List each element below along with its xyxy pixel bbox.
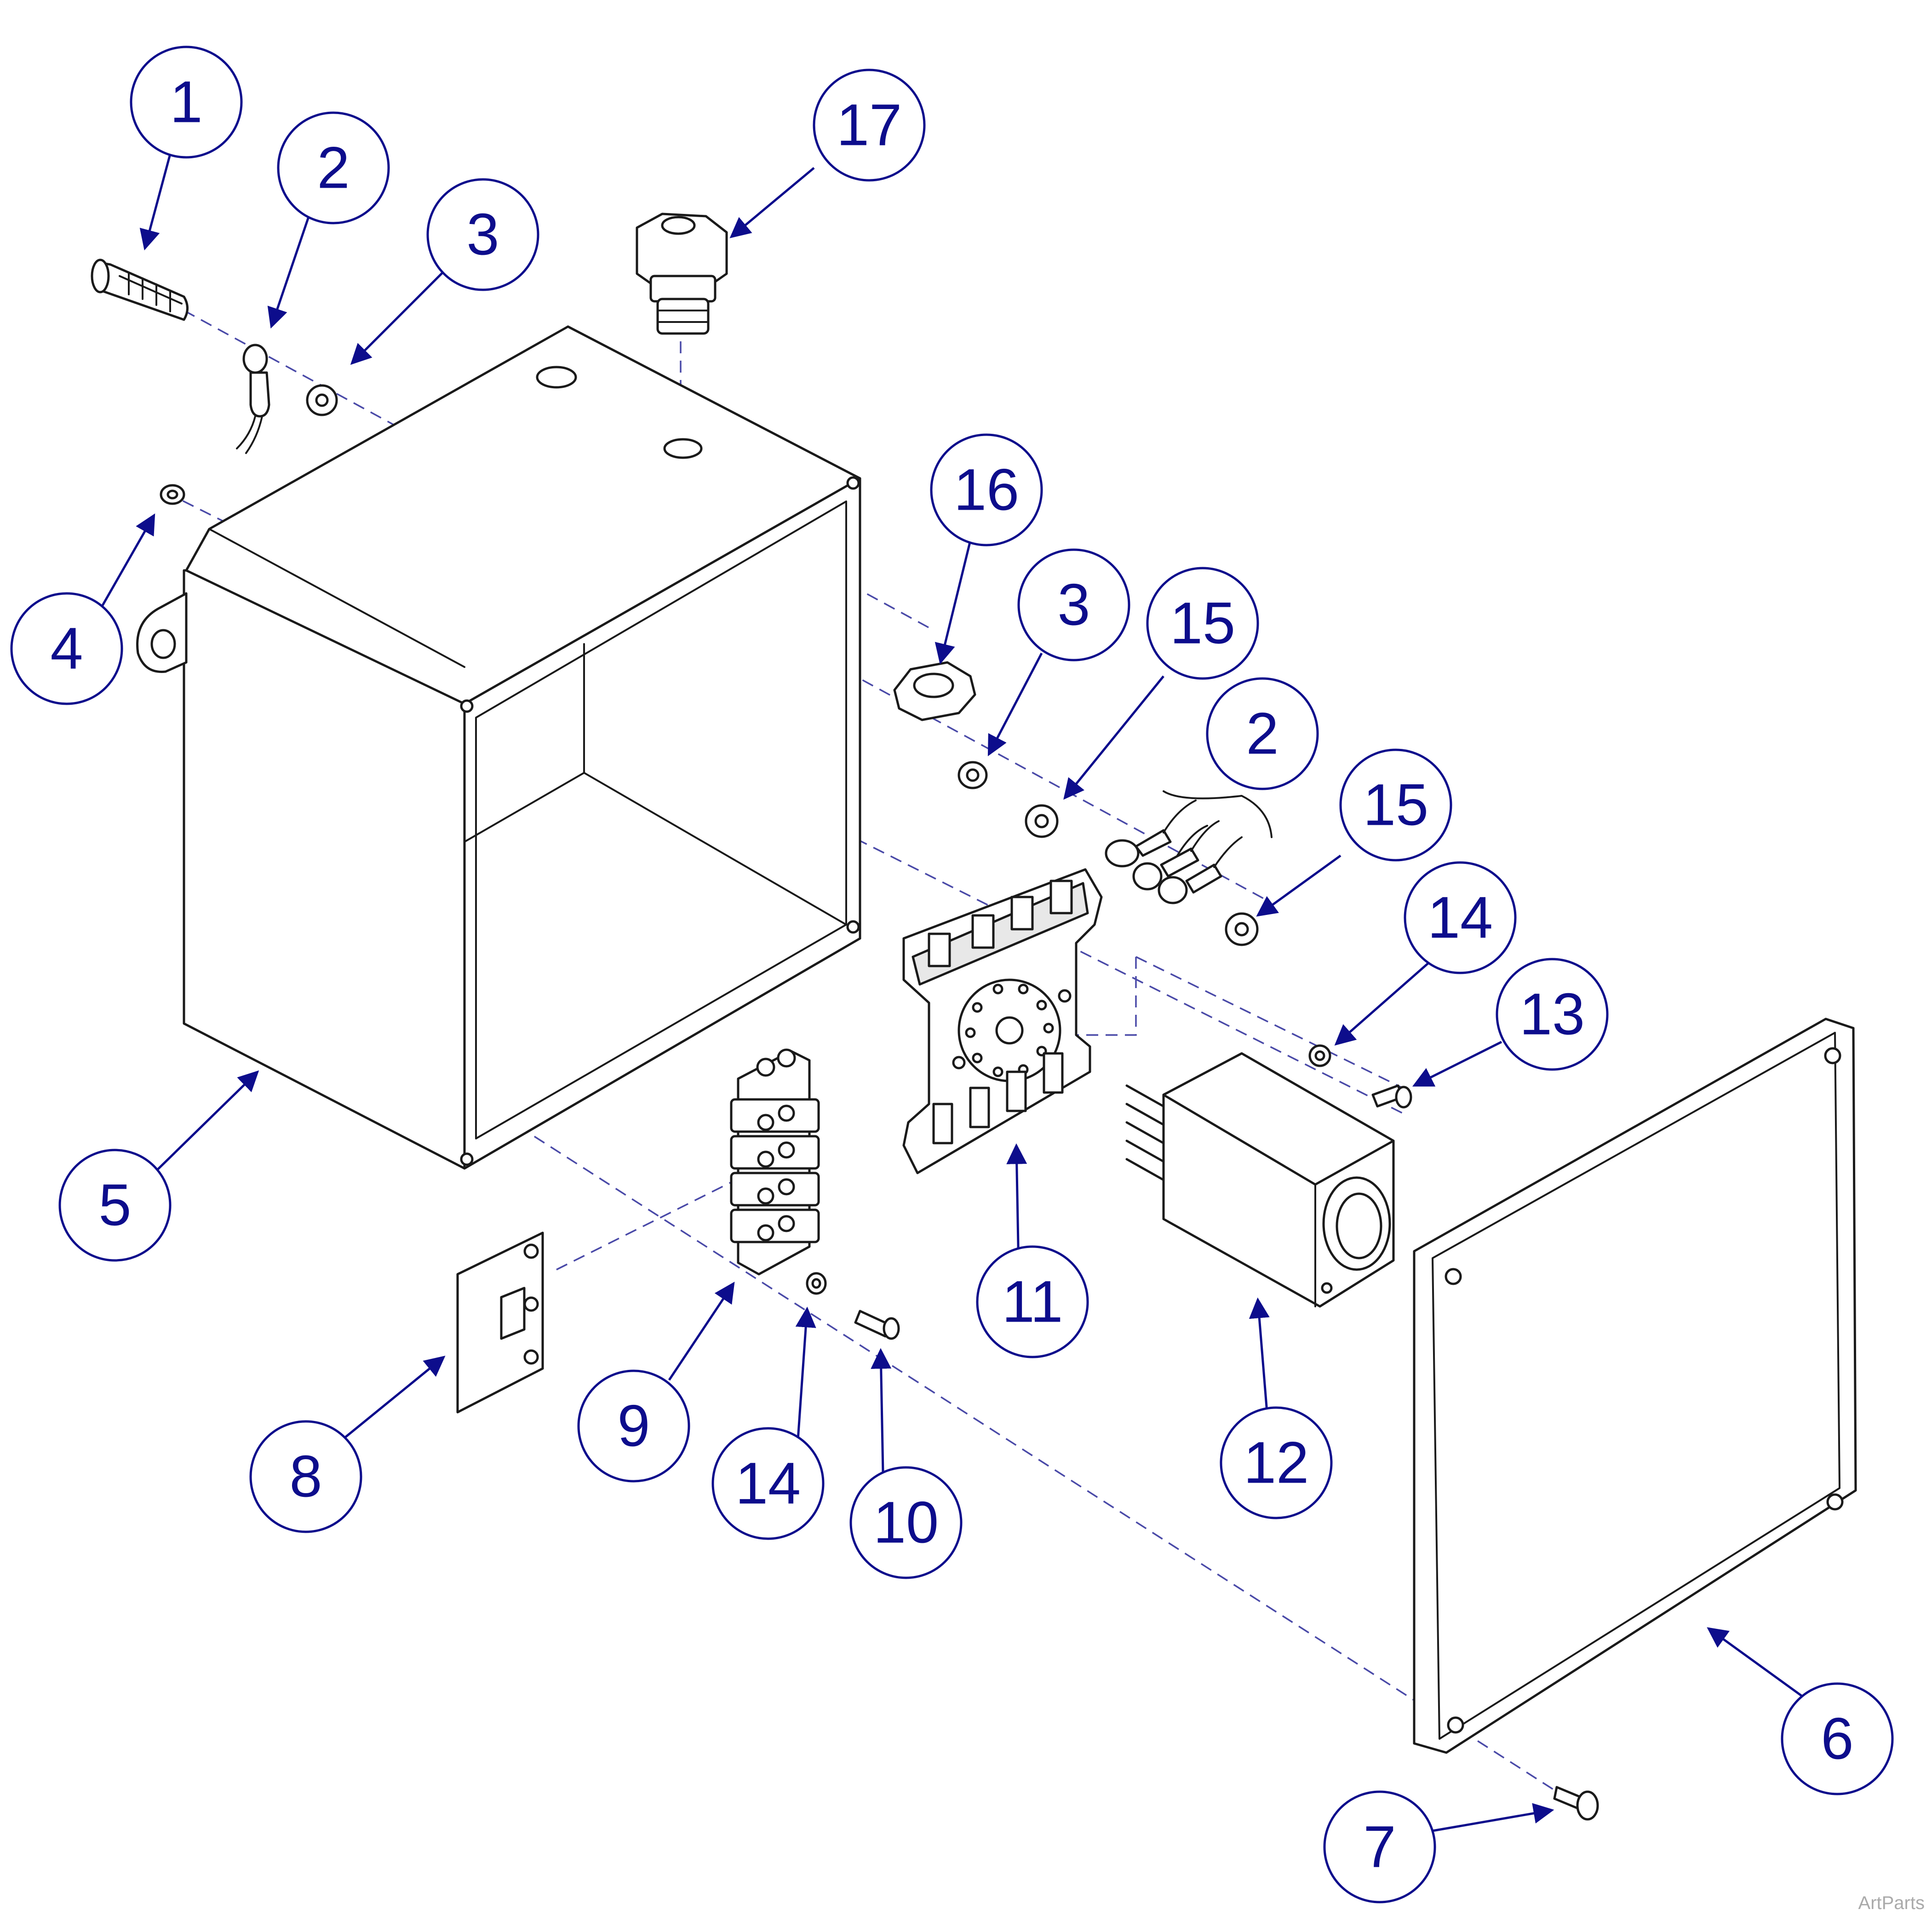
callout-label: 4 <box>50 616 83 682</box>
callout-label: 3 <box>466 202 499 268</box>
watermark: ArtParts <box>1858 1893 1925 1913</box>
callout-13: 13 <box>1496 958 1609 1071</box>
callout-2-right: 2 <box>1206 677 1319 790</box>
cover-screw <box>1553 1786 1599 1821</box>
callout-label: 16 <box>954 457 1019 523</box>
star-lockwasher-top <box>306 384 338 416</box>
callout-label: 1 <box>170 69 202 135</box>
callout-label: 14 <box>1428 885 1493 951</box>
relay <box>1125 1052 1395 1308</box>
callout-17: 17 <box>813 69 926 182</box>
callout-14-right: 14 <box>1404 861 1517 974</box>
star-nut-upper <box>1025 804 1059 838</box>
marker-strip <box>456 1231 544 1414</box>
callout-11: 11 <box>976 1245 1089 1358</box>
callout-5: 5 <box>58 1149 172 1262</box>
callout-7: 7 <box>1323 1790 1436 1903</box>
ring-terminal-bundle <box>1105 790 1273 904</box>
callout-label: 15 <box>1363 772 1428 838</box>
callout-12: 12 <box>1220 1406 1333 1519</box>
callout-label: 3 <box>1057 572 1090 638</box>
callout-label: 2 <box>317 135 350 201</box>
callout-label: 5 <box>98 1173 131 1238</box>
relay-socket <box>902 868 1103 1174</box>
flat-washer-right <box>957 761 988 789</box>
callout-4: 4 <box>10 592 123 705</box>
callout-label: 9 <box>617 1393 650 1459</box>
screw-right <box>1371 1084 1412 1109</box>
callout-1: 1 <box>130 46 243 159</box>
callout-3-top: 3 <box>426 178 539 291</box>
callout-16: 16 <box>930 433 1043 546</box>
callout-label: 14 <box>735 1451 801 1517</box>
callout-label: 10 <box>873 1490 939 1556</box>
enclosure-box <box>136 325 861 1170</box>
callout-3-right: 3 <box>1017 548 1130 661</box>
callout-label: 15 <box>1170 591 1235 656</box>
callout-label: 11 <box>1002 1269 1063 1335</box>
callout-label: 7 <box>1363 1814 1396 1880</box>
callout-label: 8 <box>289 1444 322 1510</box>
locknut <box>893 661 976 721</box>
callout-8: 8 <box>249 1420 362 1533</box>
small-nut <box>160 484 185 505</box>
callout-label: 13 <box>1519 982 1585 1047</box>
callout-label: 6 <box>1821 1706 1853 1772</box>
callout-6: 6 <box>1781 1682 1894 1795</box>
washer-right <box>1308 1044 1331 1067</box>
star-nut-lower <box>1225 912 1259 946</box>
bolt <box>91 259 189 321</box>
cord-grip <box>636 213 728 335</box>
terminal-strip <box>730 1048 820 1276</box>
cover-plate <box>1413 1018 1857 1754</box>
leader-lines <box>97 154 1817 1832</box>
callout-15-right: 15 <box>1339 748 1452 862</box>
callout-15-top: 15 <box>1146 567 1259 680</box>
callout-label: 2 <box>1246 701 1278 767</box>
ring-terminal-wire <box>236 344 270 454</box>
callout-14-bottom: 14 <box>711 1427 825 1540</box>
callout-label: 12 <box>1244 1430 1309 1496</box>
screw-bottom <box>854 1310 900 1340</box>
callout-label: 17 <box>837 92 902 158</box>
callout-10: 10 <box>849 1466 963 1579</box>
washer-bottom <box>806 1272 827 1295</box>
callout-9: 9 <box>577 1369 690 1483</box>
callout-2-top: 2 <box>277 111 390 224</box>
